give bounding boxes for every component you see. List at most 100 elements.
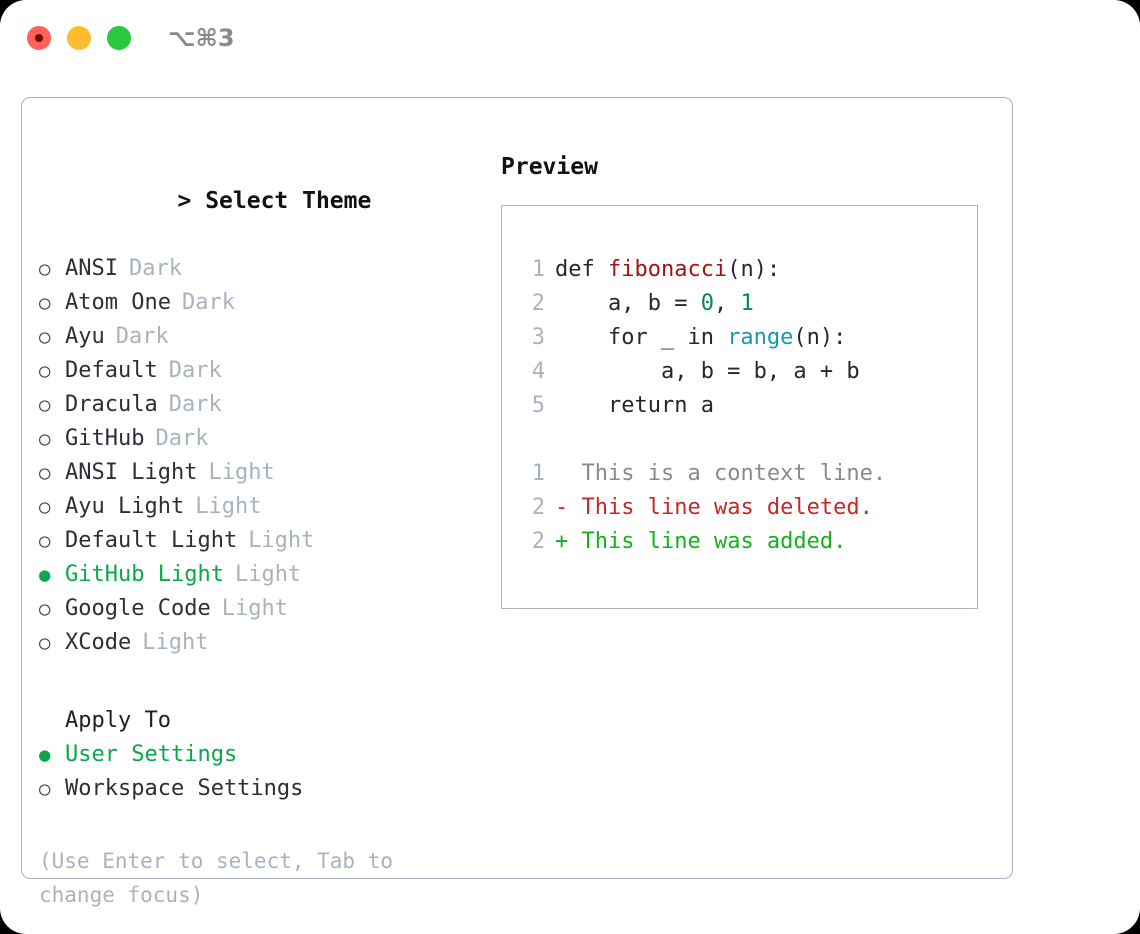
section-spacer (39, 660, 489, 704)
code-text: def fibonacci(n): (555, 253, 780, 287)
code-text: for _ in range(n): (555, 321, 846, 355)
theme-name: Google Code (65, 596, 211, 621)
theme-name: GitHub Light (65, 562, 224, 587)
keyboard-hint-text: (Use Enter to select, Tab to change focu… (39, 849, 394, 907)
code-line: 1 def fibonacci(n): (502, 253, 977, 287)
code-line: 2 a, b = 0, 1 (502, 287, 977, 321)
radio-unselected-icon: ○ (39, 292, 51, 314)
line-number: 3 (531, 325, 545, 350)
apply-to-option-workspace-settings[interactable]: ○ Workspace Settings (39, 772, 489, 806)
line-number: 2 (531, 291, 545, 316)
theme-option-default[interactable]: ○ Default Dark (39, 354, 489, 388)
theme-name: Default Light (65, 528, 238, 553)
code-line: 5 return a (502, 389, 977, 423)
theme-name: GitHub (65, 426, 145, 451)
diff-sample: 1 This is a context line.2- This line wa… (502, 457, 977, 559)
theme-name: Ayu (65, 324, 105, 349)
radio-unselected-icon: ○ (39, 462, 51, 484)
code-token-plain: a, b = (555, 291, 701, 316)
minimize-button[interactable] (67, 26, 91, 50)
heading-caret-icon: > (177, 188, 206, 214)
diff-line-context: 1 This is a context line. (502, 457, 977, 491)
radio-unselected-icon: ○ (39, 632, 51, 654)
code-token-plain: a, b = b, a + b (555, 359, 860, 384)
line-number: 5 (531, 393, 545, 418)
radio-unselected-icon: ○ (39, 326, 51, 348)
code-token-plain: (n): (727, 257, 781, 282)
code-token-plain: for _ in (555, 325, 728, 350)
theme-variant-badge: Dark (155, 426, 209, 451)
code-diff-spacer (502, 423, 977, 457)
diff-line-del: 2- This line was deleted. (502, 491, 977, 525)
theme-option-ayu-light[interactable]: ○ Ayu Light Light (39, 490, 489, 524)
radio-unselected-icon: ○ (39, 258, 51, 280)
theme-variant-badge: Dark (168, 358, 222, 383)
theme-variant-badge: Dark (128, 256, 182, 281)
apply-to-heading: Apply To (65, 708, 171, 733)
radio-unselected-icon: ○ (39, 496, 51, 518)
radio-unselected-icon: ○ (39, 778, 51, 800)
theme-variant-badge: Light (195, 494, 262, 519)
theme-option-ansi[interactable]: ○ ANSI Dark (39, 252, 489, 286)
keyboard-shortcut-label: ⌥⌘3 (168, 24, 235, 52)
apply-to-option-user-settings[interactable]: ● User Settings (39, 738, 489, 772)
line-number: 2 (531, 495, 545, 520)
code-token-plain: , (713, 291, 741, 316)
diff-sign: + (555, 529, 582, 554)
heading-text: Select Theme (205, 188, 372, 214)
diff-text: This is a context line. (581, 461, 887, 486)
line-number: 2 (531, 529, 545, 554)
code-token-num: 1 (740, 291, 754, 316)
theme-variant-badge: Dark (181, 290, 235, 315)
diff-sign (555, 457, 582, 491)
diff-text: This line was added. (581, 529, 847, 554)
maximize-button[interactable] (107, 26, 131, 50)
theme-name: Default (65, 358, 158, 383)
code-text: a, b = b, a + b (555, 355, 860, 389)
theme-name: ANSI (65, 256, 118, 281)
code-token-kw: def (555, 257, 608, 282)
radio-unselected-icon: ○ (39, 598, 51, 620)
line-number: 4 (531, 359, 545, 384)
code-token-num: 0 (700, 291, 714, 316)
radio-selected-icon: ● (39, 744, 51, 766)
theme-variant-badge: Light (234, 562, 302, 587)
theme-variant-badge: Light (248, 528, 315, 553)
apply-to-list: ● User Settings ○ Workspace Settings (39, 738, 489, 806)
theme-option-atom-one[interactable]: ○ Atom One Dark (39, 286, 489, 320)
title-bar: ⌥⌘3 (0, 0, 1140, 78)
theme-name: Ayu Light (65, 494, 185, 519)
line-number: 1 (531, 257, 545, 282)
code-token-builtin: range (727, 325, 794, 350)
window-controls (27, 26, 131, 50)
code-text: a, b = 0, 1 (555, 287, 754, 321)
close-button[interactable] (27, 26, 51, 50)
radio-unselected-icon: ○ (39, 360, 51, 382)
theme-variant-badge: Light (208, 460, 275, 485)
theme-name: Dracula (65, 392, 158, 417)
theme-variant-badge: Light (142, 630, 209, 655)
preview-title: Preview (501, 154, 598, 180)
apply-to-name: User Settings (65, 742, 238, 767)
code-token-fn: fibonacci (607, 257, 728, 282)
radio-unselected-icon: ○ (39, 394, 51, 416)
code-token-plain: return a (555, 393, 714, 418)
theme-name: Atom One (65, 290, 171, 315)
line-number: 1 (531, 461, 545, 486)
apply-to-name: Workspace Settings (65, 776, 304, 801)
